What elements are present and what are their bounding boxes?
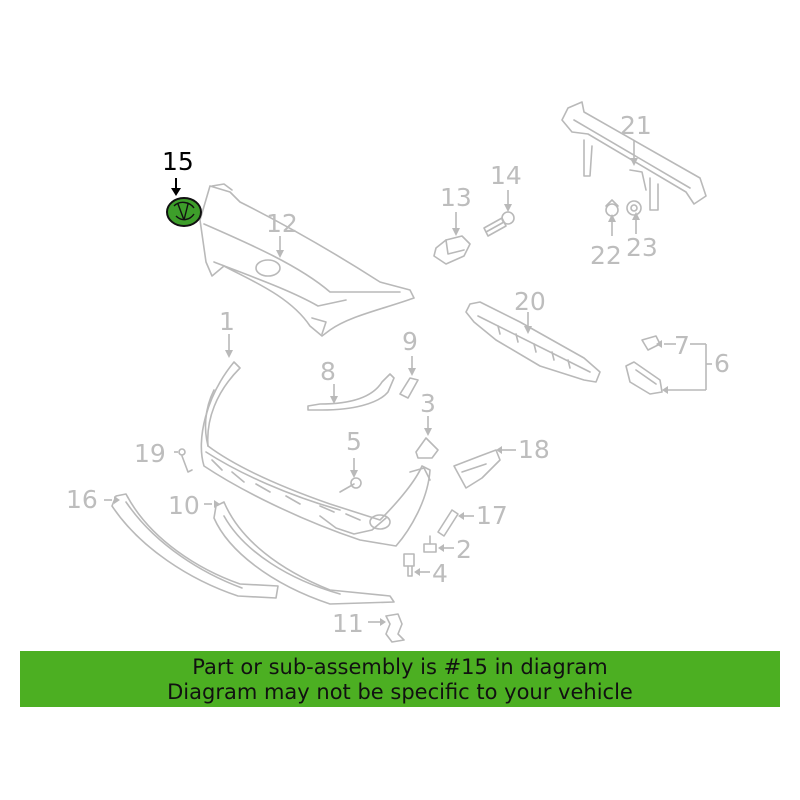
part-19-clip: 19: [134, 439, 193, 473]
callout-19: 19: [134, 439, 166, 468]
callout-10: 10: [168, 491, 200, 520]
callout-21: 21: [620, 111, 652, 140]
part-14-screw: 14: [483, 161, 522, 237]
callout-3: 3: [420, 389, 436, 418]
callout-20: 20: [514, 287, 546, 316]
callout-2: 2: [456, 535, 472, 564]
part-4-bolt: 4: [403, 553, 448, 588]
callout-6: 6: [714, 349, 730, 378]
part-1-bumper-cover: 1: [200, 307, 431, 547]
callout-14: 14: [490, 161, 522, 190]
part-16-garnish: 16: [66, 485, 279, 599]
callout-15: 15: [162, 147, 194, 176]
callout-17: 17: [476, 501, 508, 530]
callout-4: 4: [432, 559, 448, 588]
part-10-lower-strip: 10: [168, 491, 395, 605]
callout-12: 12: [266, 209, 298, 238]
part-15-emblem: 15: [162, 147, 202, 227]
callout-1: 1: [219, 307, 235, 336]
part-13-bracket: 13: [433, 183, 472, 265]
part-17-bracket: 17: [437, 501, 508, 537]
part-2-screw: 2: [423, 535, 472, 564]
part-5-screw: 5: [339, 427, 362, 493]
banner-line-2: Diagram may not be specific to your vehi…: [167, 680, 633, 704]
part-21-reinforcement-beam: 21: [561, 101, 707, 211]
part-12-grille: 12: [199, 183, 415, 337]
info-banner: Part or sub-assembly is #15 in diagram D…: [20, 651, 780, 707]
part-20-energy-absorber: 20: [465, 287, 601, 383]
part-18-side-bracket: 18: [453, 435, 550, 489]
part-11-fastener: 11: [332, 609, 405, 643]
callout-18: 18: [518, 435, 550, 464]
callout-22: 22: [590, 241, 622, 270]
part-6-7-side-bracket: 7 6: [625, 331, 730, 395]
callout-8: 8: [320, 357, 336, 386]
part-3-bracket: 3: [415, 389, 439, 459]
callout-13: 13: [440, 183, 472, 212]
part-22-23-bolt-nut: 22 23: [590, 199, 658, 270]
callout-5: 5: [346, 427, 362, 456]
callout-9: 9: [402, 327, 418, 356]
part-8-molding: 8: [307, 357, 395, 411]
callout-7: 7: [674, 331, 690, 360]
callout-23: 23: [626, 233, 658, 262]
callout-16: 16: [66, 485, 98, 514]
banner-line-1: Part or sub-assembly is #15 in diagram: [192, 655, 608, 679]
part-9-clip: 9: [399, 327, 419, 399]
callout-11: 11: [332, 609, 364, 638]
